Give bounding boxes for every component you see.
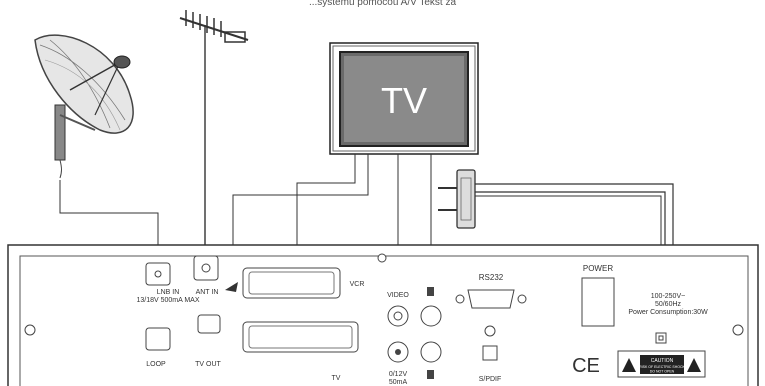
consumption-label: Power Consumption:30W: [628, 309, 708, 316]
dc-current-label: 50mA: [389, 379, 408, 386]
frequency-label: 50/60Hz: [655, 301, 682, 308]
warning-left-icon: [622, 358, 636, 372]
receiver-rear-panel: LNB IN 13/18V 500mA MAX LOOP ANT IN TV O…: [7, 244, 759, 386]
audio-left-jack: [420, 305, 442, 327]
caution-detail-2: DO NOT OPEN: [650, 370, 675, 374]
audio-right-marker: [427, 370, 434, 379]
double-insulation-icon: [655, 332, 667, 344]
vcr-label: VCR: [350, 281, 365, 288]
lnb-spec-label: 13/18V 500mA MAX: [136, 297, 199, 304]
power-switch: [581, 277, 615, 327]
caution-title: CAUTION: [651, 358, 674, 364]
page-caption: ...systemu pomocou A/V Tekst za: [308, 0, 457, 8]
tv-out-label: TV OUT: [195, 361, 221, 368]
power-label: POWER: [583, 264, 613, 273]
audio-left-marker: [427, 287, 434, 296]
rs232-label: RS232: [479, 273, 504, 282]
audio-right-jack: [420, 341, 442, 363]
tv-scart-connector: [242, 321, 359, 353]
ce-mark: CE: [572, 355, 600, 377]
rs232-port: [467, 289, 515, 309]
spdif-label: S/PDIF: [479, 376, 502, 383]
tv-label: TV: [381, 80, 427, 121]
video-label: VIDEO: [387, 292, 409, 299]
dc-label: 0/12V: [389, 371, 408, 378]
satellite-dish-icon: [34, 34, 134, 179]
lnb-in-label: LNB IN: [157, 289, 180, 296]
ant-in-label: ANT IN: [196, 289, 219, 296]
caution-detail: RISK OF ELECTRIC SHOCK: [639, 365, 685, 369]
tv-out-connector: [197, 314, 221, 334]
tv-scart-label: TV: [332, 375, 341, 382]
vcr-scart-connector: [242, 267, 341, 299]
voltage-label: 100-250V~: [651, 293, 685, 300]
tv-set: TV: [329, 42, 479, 155]
loop-label: LOOP: [146, 361, 166, 368]
loop-connector: [145, 327, 171, 351]
warning-right-icon: [687, 358, 701, 372]
spdif-port: [482, 345, 498, 361]
antenna-icon: [179, 10, 249, 250]
